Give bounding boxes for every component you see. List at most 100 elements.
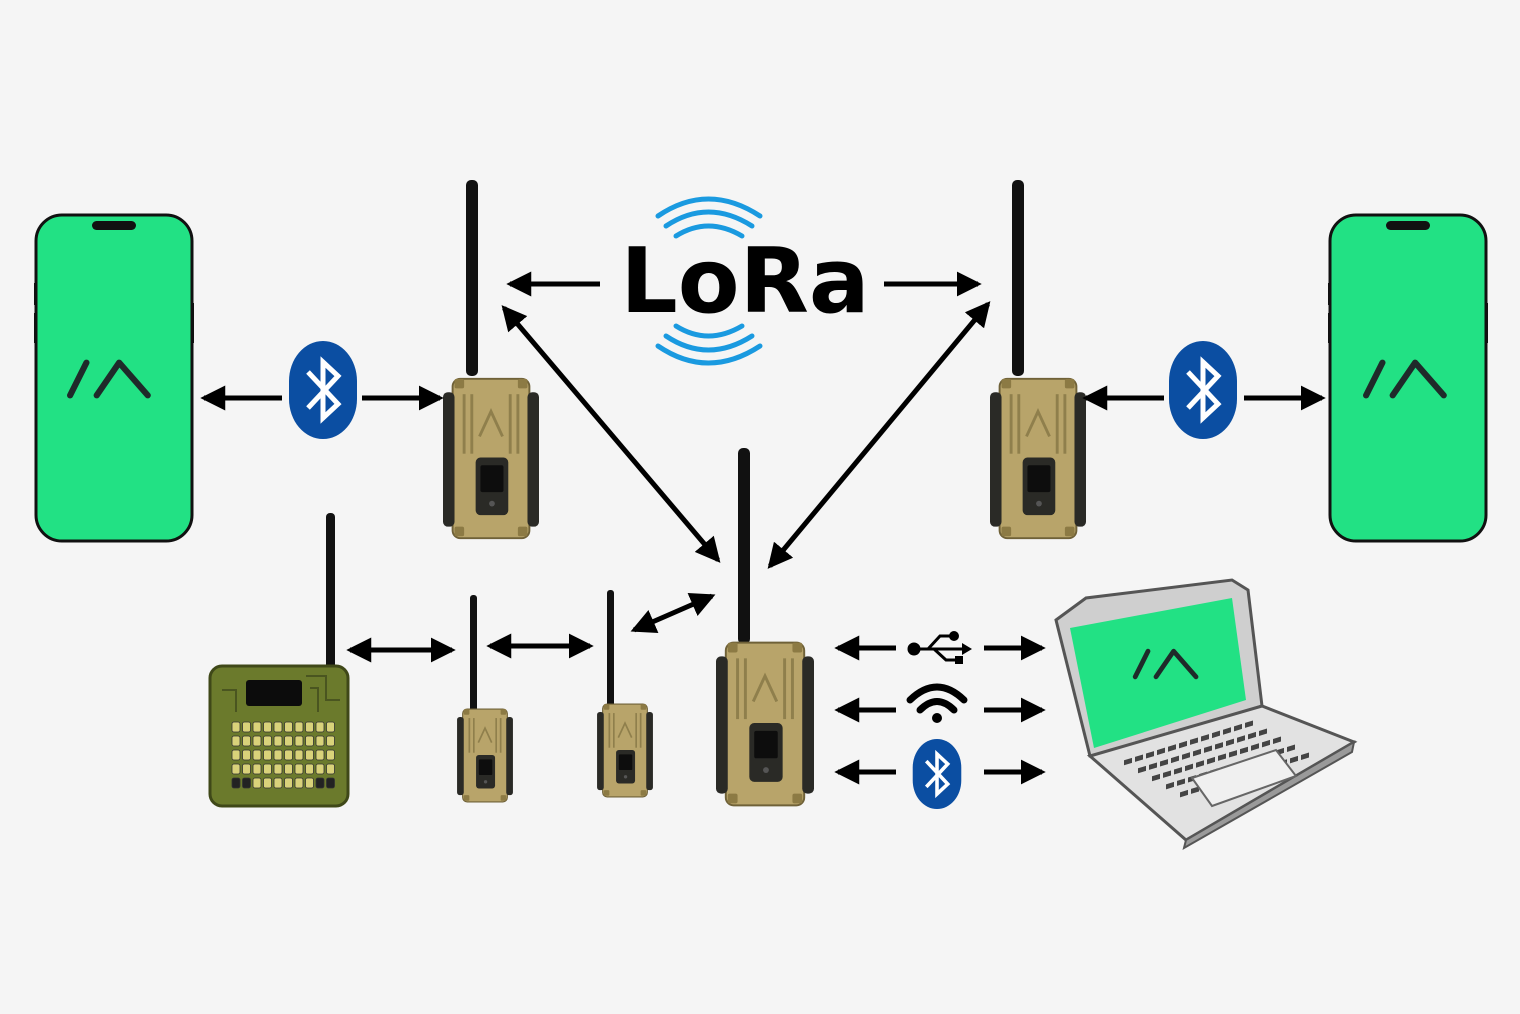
keyboard-key [252,721,262,733]
keyboard-key [242,721,251,733]
keyboard-key [231,749,241,761]
connection-arrows [200,271,1326,785]
laptop-key [1180,789,1188,798]
laptop-key [1212,730,1220,739]
keyboard-key [273,763,283,775]
laptop-key [1201,734,1209,742]
laptop-key [1146,751,1154,759]
keyboard-key [231,763,241,775]
phone-icon [34,213,194,543]
arrow [767,301,991,569]
laptop-key [1166,781,1174,790]
keyboard-key [242,763,251,775]
laptop-key [1196,760,1204,768]
keyboard-key [315,777,325,789]
keyboard-key [326,763,335,775]
wifi-icon [906,683,968,723]
antenna [470,595,477,715]
keyboard-keys [231,721,335,789]
keyboard-key [315,721,325,733]
keyboard-key [305,763,314,775]
laptop-key [1234,723,1242,732]
keyboard-key [284,777,293,789]
keyboard-key [284,749,293,761]
laptop-key [1251,743,1259,751]
laptop-key [1193,748,1201,757]
keyboard-device [208,513,350,808]
laptop-key [1179,740,1187,749]
laptop-key [1163,770,1171,778]
laptop-key [1262,739,1270,748]
laptop-key [1215,742,1223,750]
laptop-key [1301,752,1309,760]
phone-right [1328,213,1488,543]
laptop [1054,578,1358,851]
keyboard-key [315,763,325,775]
laptop-key [1149,762,1157,770]
laptop-key [1229,750,1237,758]
laptop-key [1226,738,1234,747]
laptop-key [1273,736,1281,744]
laptop-key [1185,763,1193,772]
keyboard-key [273,735,283,747]
keyboard-key [231,735,241,747]
keyboard-key [294,749,304,761]
radio-device-icon [443,377,539,540]
phone-left [34,213,194,543]
keyboard-key [305,749,314,761]
keyboard-key [242,735,251,747]
laptop-key [1160,759,1168,767]
antenna [738,448,750,644]
keyboard-key [305,735,314,747]
keyboard-key [315,749,325,761]
laptop-key [1124,757,1132,766]
keyboard-key [242,749,251,761]
radio-device-icon [456,708,514,803]
keyboard-key [263,777,272,789]
keyboard-key [294,777,304,789]
radio-device-small-1 [456,595,514,803]
keyboard-key [294,721,304,733]
keyboard-key [315,735,325,747]
antenna [466,180,478,376]
radio-device-icon [596,703,654,798]
laptop-key [1207,756,1215,765]
radio-device-icon [716,641,814,807]
keyboard-key [294,735,304,747]
laptop-key [1259,728,1267,736]
keyboard-key [263,721,272,733]
lora-label: LoRa [620,229,869,334]
bluetooth-icon [1169,341,1237,439]
keyboard-screen [246,680,302,706]
keyboard-key [326,749,335,761]
bluetooth-icon [912,738,962,810]
keyboard-key [263,735,272,747]
bluetooth-icon [289,341,357,439]
keyboard-key [284,735,293,747]
keyboard-key [231,777,241,789]
keyboard-key [294,763,304,775]
laptop-key [1157,747,1165,756]
keyboard-key [326,777,335,789]
arrow [501,305,721,563]
radio-device-icon [990,377,1086,540]
keyboard-key [273,749,283,761]
keyboard-key [305,721,314,733]
keyboard-key [242,777,251,789]
keyboard-key [263,763,272,775]
laptop-trackpad [1190,748,1298,808]
radio-device-top-left [443,180,539,540]
laptop-key [1177,778,1185,786]
laptop-key [1204,745,1212,753]
keyboard-key [252,777,262,789]
radio-device-small-2 [596,590,654,798]
laptop-key [1240,746,1248,755]
laptop-key [1223,727,1231,735]
laptop-key [1168,744,1176,752]
antenna [1012,180,1024,376]
arrow [630,593,716,633]
laptop-key [1152,773,1160,782]
keyboard-key [284,763,293,775]
